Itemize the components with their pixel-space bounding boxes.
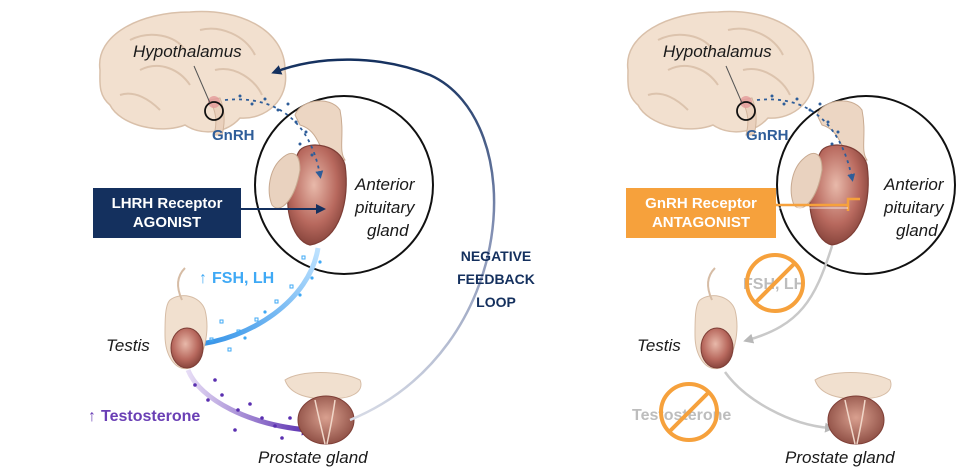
agonist-box-line-2: AGONIST xyxy=(132,214,202,231)
hypothalamus-label: Hypothalamus xyxy=(133,42,242,61)
testosterone-up-arrow: ↑ xyxy=(88,408,96,425)
feedback-label-3: LOOP xyxy=(476,294,516,310)
anterior-pituitary-label-right-1: Anterior xyxy=(883,175,945,194)
prostate-illustration xyxy=(284,372,362,445)
gnrh-label: GnRH xyxy=(212,127,255,144)
feedback-label-2: FEEDBACK xyxy=(457,271,535,287)
fsh-lh-up-arrow: ↑ xyxy=(199,270,207,287)
anterior-pituitary-label-1: Anterior xyxy=(354,175,416,194)
anterior-pituitary-label-2: pituitary xyxy=(354,198,416,217)
testosterone-dots xyxy=(193,378,292,440)
anterior-pituitary-label-3: gland xyxy=(367,221,409,240)
gnrh-flow-arrow xyxy=(224,98,324,179)
hypothalamus-marker-right xyxy=(736,101,756,121)
hypothalamus-marker xyxy=(204,101,224,121)
prostate-illustration-right xyxy=(814,372,892,445)
testis-illustration-right xyxy=(694,267,738,370)
gnrh-flow-arrow-right xyxy=(756,98,856,182)
right-panel: Hypothalamus Anterior pituitary gland Gn… xyxy=(627,10,956,467)
gnrh-label-right: GnRH xyxy=(746,127,789,144)
gnrh-particles-right xyxy=(770,94,840,146)
hypothalamus-pointer xyxy=(193,65,211,104)
testis-label-right: Testis xyxy=(637,336,681,355)
fsh-lh-label: FSH, LH xyxy=(212,270,274,287)
lhrh-agonist-box: LHRH Receptor AGONIST xyxy=(93,188,241,238)
negative-feedback-arrow xyxy=(271,58,496,422)
testosterone-label-blocked: Testosterone xyxy=(632,407,731,424)
prostate-label: Prostate gland xyxy=(258,448,368,467)
fsh-lh-dots xyxy=(243,260,322,340)
anterior-pituitary-label-right-3: gland xyxy=(896,221,938,240)
testosterone-arrow xyxy=(185,368,314,436)
feedback-label-1: NEGATIVE xyxy=(461,248,532,264)
brain-illustration xyxy=(99,10,287,136)
hypothalamus-pointer-right xyxy=(725,65,743,104)
gnrh-particles xyxy=(238,94,314,157)
hypothalamus-label-right: Hypothalamus xyxy=(663,42,772,61)
gnrh-antagonist-box: GnRH Receptor ANTAGONIST xyxy=(626,188,776,238)
testosterone-arrow-blocked xyxy=(723,371,835,433)
testis-label: Testis xyxy=(106,336,150,355)
prostate-label-right: Prostate gland xyxy=(785,448,895,467)
no-symbol-testosterone-icon xyxy=(659,382,719,442)
fsh-lh-arrow-blocked xyxy=(743,245,834,344)
brain-illustration-right xyxy=(627,10,815,136)
no-symbol-fsh-icon xyxy=(745,253,805,313)
anterior-pituitary-label-right-2: pituitary xyxy=(883,198,945,217)
testosterone-label: Testosterone xyxy=(101,408,200,425)
antagonist-box-line-1: GnRH Receptor xyxy=(645,195,757,212)
left-panel: Hypothalamus Anterior pituitary gland Gn… xyxy=(88,10,535,467)
agonist-box-line-1: LHRH Receptor xyxy=(111,195,223,212)
testis-illustration xyxy=(164,267,208,370)
fsh-lh-arrow xyxy=(186,247,321,351)
antagonist-box-line-2: ANTAGONIST xyxy=(651,214,751,231)
